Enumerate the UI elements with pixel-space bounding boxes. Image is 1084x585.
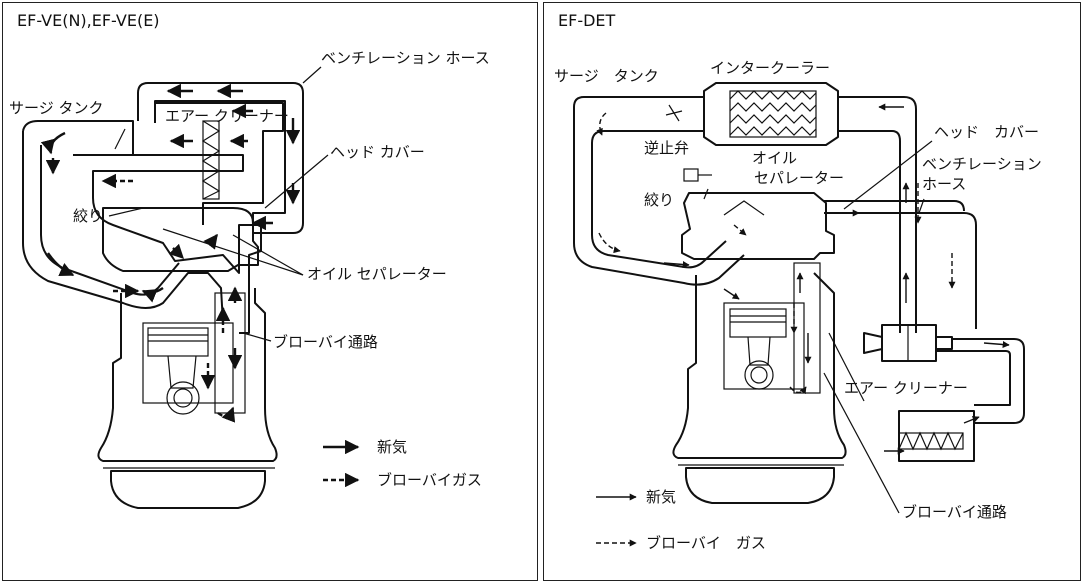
surge-tank-outline	[73, 154, 262, 334]
label-oil-separator: オイル セパレーター	[307, 265, 447, 283]
label-oil-separator-line2: セパレーター	[754, 169, 845, 187]
intercooler-inlet-pipe	[573, 96, 745, 286]
blowby-arrow	[168, 243, 185, 260]
crankshaft	[166, 381, 200, 415]
leader-line	[918, 198, 925, 214]
blowby-arrow	[596, 112, 607, 136]
ventilation-hose-outline	[137, 82, 304, 234]
leader-line	[232, 234, 304, 276]
ef-det-diagram-svg	[573, 82, 1025, 547]
legend-fresh-air-label: 新気	[377, 438, 408, 456]
leader-line	[242, 332, 272, 342]
diagram-panel-ef-det: EF-DET サージ タンク インタークーラー ヘッド カバー 逆止弁 オイル …	[543, 2, 1081, 581]
engine-block-outline	[672, 272, 847, 459]
blowby-arrow	[598, 232, 621, 254]
leader-line	[114, 128, 126, 150]
label-intercooler: インタークーラー	[710, 59, 831, 77]
label-check-valve: 逆止弁	[644, 139, 690, 157]
intercooler-outline	[703, 82, 839, 146]
diagram-panel-ef-ve: EF-VE(N),EF-VE(E) ベンチレーション ホース サージ タンク エ…	[2, 2, 538, 581]
fresh-air-arrow	[40, 131, 66, 155]
throttle-valve	[665, 104, 683, 122]
intercooler-fins	[729, 90, 817, 136]
blowby-passage-channel	[793, 262, 821, 394]
crankshaft-pin	[750, 366, 768, 384]
leader-line	[828, 332, 865, 402]
label-orifice: 絞り	[73, 207, 104, 225]
ef-ve-diagram-svg	[22, 66, 360, 509]
fresh-air-arrow	[983, 341, 1010, 348]
label-orifice: 絞り	[644, 191, 675, 209]
cylinder	[723, 302, 805, 390]
panel-title: EF-DET	[558, 11, 616, 30]
label-air-cleaner: エアー クリーナー	[844, 379, 968, 397]
turbocharger-outline	[863, 324, 953, 362]
label-ventilation-hose: ベンチレーション ホース	[321, 49, 490, 67]
leader-line	[162, 228, 304, 276]
crankshaft	[744, 360, 774, 390]
label-air-cleaner: エアー クリーナー	[165, 107, 289, 125]
label-surge-tank: サージ タンク	[9, 99, 104, 117]
air-cleaner-pipe	[936, 338, 1025, 424]
intercooler-outlet-pipe	[838, 96, 917, 333]
oil-pan-outline	[110, 470, 266, 509]
oil-pan-outline	[685, 467, 835, 504]
label-surge-tank: サージ タンク	[554, 67, 659, 85]
leader-line	[264, 154, 329, 209]
leader-line	[108, 207, 144, 217]
oil-separator-baffle	[723, 200, 765, 216]
fresh-air-arrow	[141, 286, 164, 303]
label-head-cover: ヘッド カバー	[330, 143, 425, 161]
label-head-cover: ヘッド カバー	[934, 123, 1040, 141]
label-blowby-passage: ブローバイ通路	[273, 333, 378, 351]
ventilation-hose-outline	[824, 200, 977, 329]
check-valve	[683, 168, 699, 182]
fresh-air-arrow	[47, 252, 75, 277]
air-cleaner-filter	[898, 432, 964, 450]
connecting-rod	[167, 355, 197, 389]
air-cleaner-outline	[154, 102, 284, 225]
fresh-air-arrow	[963, 416, 980, 424]
fresh-air-arrow	[663, 261, 690, 268]
air-cleaner-filter-pleats	[201, 120, 221, 200]
intercooler-core	[729, 90, 817, 138]
blowby-arrow	[217, 406, 236, 423]
blowby-passage-channel	[214, 292, 246, 414]
intake-manifold-outer	[22, 131, 224, 324]
blowby-arrow	[733, 224, 747, 236]
connecting-rod	[747, 336, 771, 366]
piston	[729, 308, 787, 338]
blowby-arrow	[203, 233, 218, 250]
blowby-arrow	[789, 386, 807, 395]
crankshaft-pin	[173, 388, 193, 408]
head-cover-outline	[102, 207, 259, 272]
leader-line	[703, 188, 709, 200]
surge-tank-top	[22, 120, 134, 155]
label-ventilation-hose-line2: ホース	[922, 175, 967, 193]
head-cover-outline	[681, 192, 835, 260]
intercooler-inlet-pipe-inner	[591, 130, 727, 269]
legend-blowby-label: ブローバイ ガス	[646, 534, 766, 552]
label-blowby-passage: ブローバイ通路	[902, 503, 1007, 521]
legend-fresh-air-label: 新気	[646, 488, 677, 506]
intake-manifold-inner	[40, 145, 180, 296]
label-oil-separator-line1: オイル	[752, 149, 798, 167]
panel-title: EF-VE(N),EF-VE(E)	[17, 11, 160, 30]
air-cleaner-filter	[202, 120, 220, 200]
piston	[147, 327, 209, 357]
air-cleaner-filter-pleats	[898, 431, 964, 451]
fresh-air-arrow	[723, 288, 740, 300]
legend-blowby-label: ブローバイガス	[377, 471, 482, 489]
leader-line	[843, 140, 933, 210]
leader-line	[823, 372, 900, 514]
leader-line	[302, 66, 322, 84]
label-ventilation-hose-line1: ベンチレーション	[922, 155, 1042, 173]
engine-block-outline	[97, 288, 278, 462]
